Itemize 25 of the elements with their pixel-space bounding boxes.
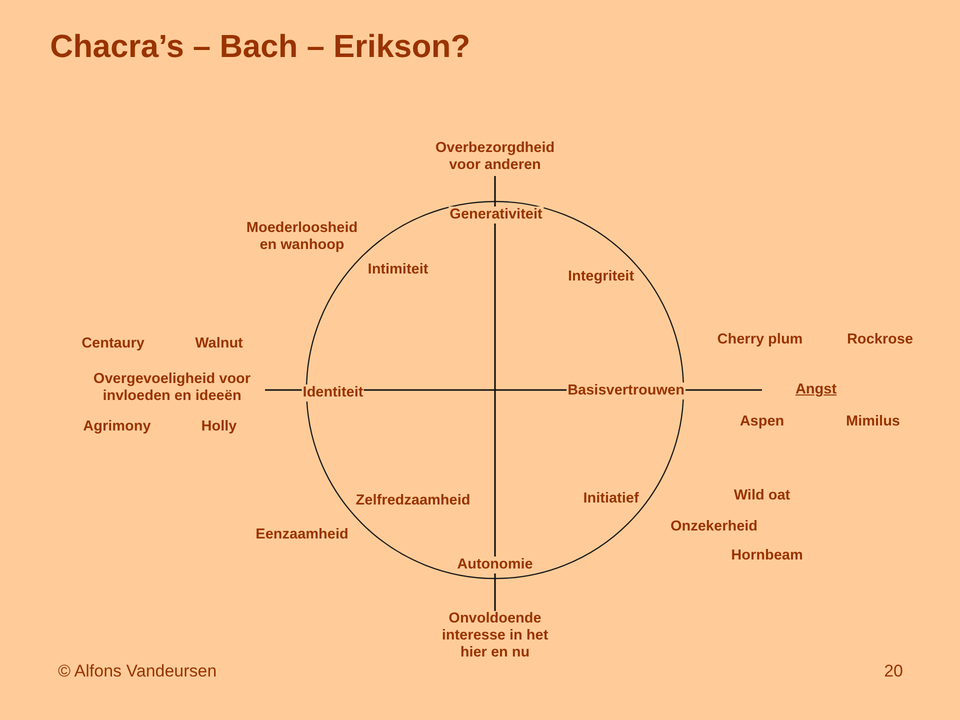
stage-label: Integriteit	[568, 268, 634, 286]
stage-label: Generativiteit	[448, 206, 544, 224]
remedy-label: Cherry plum	[717, 332, 803, 348]
remedy-label: Walnut	[195, 336, 243, 352]
axis-end-label: Angst	[795, 382, 837, 398]
remedy-label: Agrimony	[83, 418, 151, 436]
remedy-label: Holly	[201, 418, 237, 436]
axis-side-label: Onzekerheid	[670, 518, 758, 536]
remedy-label: Rockrose	[846, 332, 914, 348]
remedy-label: Hornbeam	[731, 548, 803, 564]
page-number: 20	[884, 662, 903, 680]
stage-label: Autonomie	[456, 556, 534, 574]
axis-side-label: Moederloosheid en wanhoop	[245, 220, 359, 254]
remedy-label: Mimilus	[846, 414, 900, 430]
copyright-notice: © Alfons Vandeursen	[58, 662, 217, 680]
axis-side-label: Eenzaamheid	[256, 526, 348, 544]
stage-label: Basisvertrouwen	[566, 382, 686, 400]
stage-label: Identiteit	[302, 384, 364, 402]
remedy-label: Wild oat	[734, 488, 790, 504]
axis-end-label: Overgevoeligheid voor invloeden en ideeën	[92, 371, 252, 405]
remedy-label: Centaury	[82, 336, 144, 352]
remedy-label: Aspen	[740, 414, 784, 430]
slide-title: Chacra’s – Bach – Erikson?	[50, 27, 470, 66]
axis-end-label: Onvoldoende interesse in het hier en nu	[440, 610, 550, 662]
axis-end-label: Overbezorgdheid voor anderen	[434, 140, 556, 174]
